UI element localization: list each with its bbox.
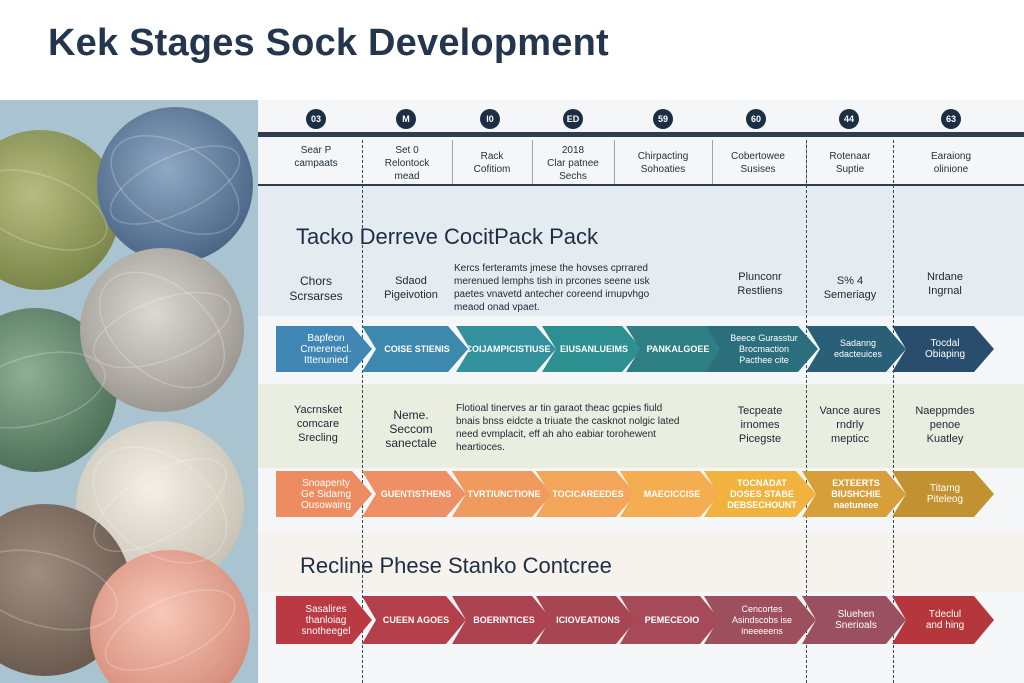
section-band-2 (258, 384, 1024, 468)
row2-description: Flotioal tinerves ar tin garaot theac gc… (456, 403, 680, 453)
stage-number: M (396, 109, 416, 129)
section-band-1 (258, 186, 1024, 316)
row2-cell: Yacrnsket comcare Srecling (293, 404, 343, 444)
section-band-3 (258, 532, 1024, 592)
section-title: Recline Phese Stanko Contcree (300, 553, 612, 578)
stage-heading: Rack Cofitiom (473, 151, 511, 175)
stage-heading: Set 0 Relontock mead (384, 145, 430, 182)
column-divider (452, 140, 453, 184)
stage-heading: Cobertowee Susises (731, 151, 785, 175)
stage-number: 59 (653, 109, 673, 129)
stage-number: l0 (480, 109, 500, 129)
page-title: Kek Stages Sock Development (48, 22, 609, 64)
chevron-step: Snoapenty Ge Sidamg Ousowaing (276, 471, 372, 517)
row1-cell: Nrdane Ingrnal (926, 271, 964, 297)
column-divider (532, 140, 533, 184)
chevron-step: PEMECEOIO (620, 596, 720, 644)
row1-cell: Plunconr Restliens (737, 271, 783, 297)
stage-guide-line (362, 140, 363, 683)
chevron-step: ICIOVEATIONS (536, 596, 636, 644)
chevron-step: BOERINTICES (452, 596, 552, 644)
chevron-step: GUENTISTHENS (362, 471, 466, 517)
stage-number: 63 (941, 109, 961, 129)
stage-number: 60 (746, 109, 766, 129)
row2-cell: Vance aures rndrly mepticc (819, 405, 881, 445)
chevron-step: EIUSANLUEIMS (542, 326, 642, 372)
timeline-rail (258, 132, 1024, 137)
row1-cell: Chors Scrsarses (289, 274, 343, 303)
stage-number: 44 (839, 109, 859, 129)
row2-cell: Neme. Seccom sanectale (385, 408, 437, 450)
chevron-step: Titamg Piteleog (892, 471, 994, 517)
stage-number: ED (563, 109, 583, 129)
row2-cell: Tecpeate irnomes Picegste (737, 405, 783, 445)
chevron-step: Beece Gurasstur Brocmaction Pacthee cite (706, 326, 818, 372)
chevron-step: MAECICCISE (620, 471, 720, 517)
timeline-rail-lower (258, 184, 1024, 186)
chevron-step: Tocdal Obiaping (892, 326, 994, 372)
chevron-step: EXTEERTS BIUSHCHIE naetuneee (802, 471, 906, 517)
yarn-image-panel (0, 100, 258, 683)
chevron-step: Tdeclul and hing (892, 596, 994, 644)
stage-guide-line (806, 140, 807, 683)
stage-heading: Chirpacting Sohoaties (637, 151, 689, 175)
chevron-step: CUEEN AGOES (362, 596, 466, 644)
chevron-step: TVRTIUNCTIONE (452, 471, 552, 517)
column-divider (614, 140, 615, 184)
stage-heading: 2018 Clar patnee Sechs (547, 145, 599, 182)
row1-cell: Sdaod Pigeivotion (384, 275, 438, 301)
chevron-step: Cencortes Asindscobs ise ineeeeens (704, 596, 816, 644)
chevron-step: COISE STIENIS (362, 326, 468, 372)
row2-cell: Naeppmdes penoe Kuatley (915, 405, 975, 445)
chevron-step: Sadanng edacteuices (806, 326, 906, 372)
row1-cell: S% 4 Semeriagy (823, 275, 877, 301)
chevron-step: TOCNADAT DOSES STABE DEBSECHOUNT (704, 471, 816, 517)
stage-number: 03 (306, 109, 326, 129)
column-divider (712, 140, 713, 184)
chevron-step: Sluehen Snerioals (802, 596, 906, 644)
section-title: Tacko Derreve CocitPack Pack (296, 224, 598, 249)
stage-heading: Sear P campaats (294, 145, 338, 169)
stage-heading: Rotenaar Suptie (829, 151, 871, 175)
chevron-step: COIJAMPICISTIUSE (456, 326, 556, 372)
chevron-step: Bapfeon Cmerenecl. Ittenunied (276, 326, 372, 372)
chevron-step: Sasalires thanloiag snotheegel (276, 596, 372, 644)
chevron-step: TOCICAREEDES (536, 471, 636, 517)
chevron-step: PANKALGOEE (626, 326, 726, 372)
yarn-balls-illustration (0, 100, 258, 683)
stage-guide-line (893, 140, 894, 683)
row1-description: Kercs ferteramts jmese the hovses cprrar… (454, 263, 650, 313)
stage-heading: Earaiong olinione (930, 151, 972, 175)
